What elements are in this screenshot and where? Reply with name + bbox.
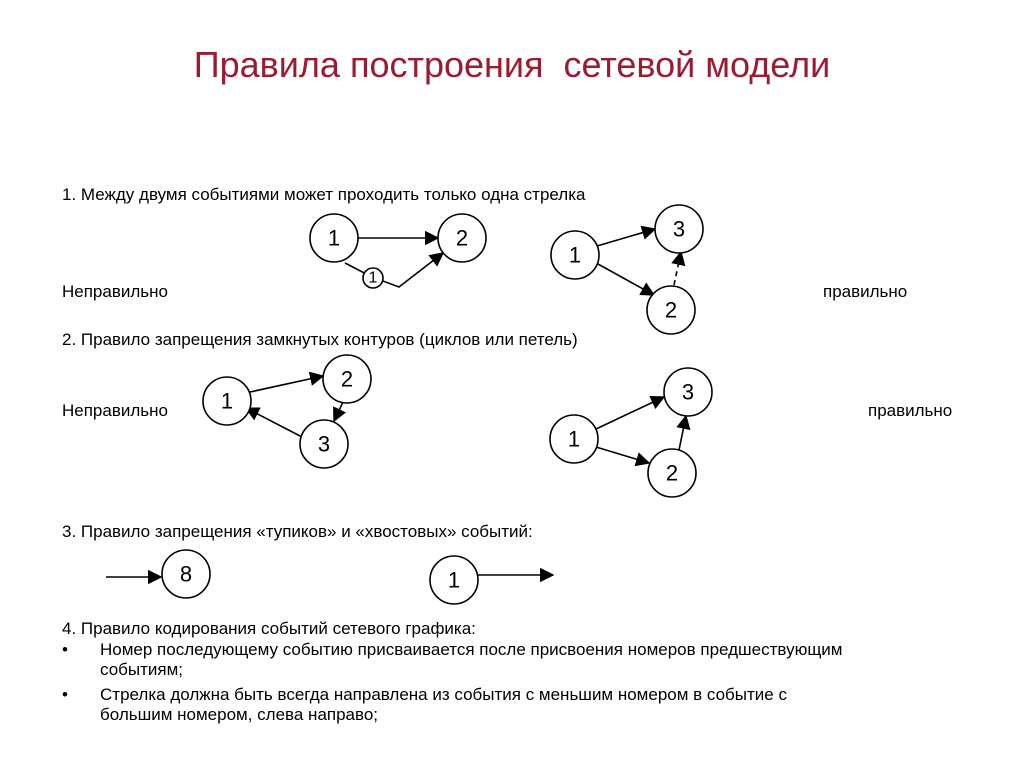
tail-event-node: 1 (429, 555, 479, 605)
edge-2-to-3 (676, 414, 691, 451)
event-node-2: 2 (647, 448, 697, 498)
svg-text:2: 2 (456, 226, 468, 251)
svg-text:1: 1 (328, 226, 340, 251)
rule2-heading: 2. Правило запрещения замкнутых контуров… (62, 330, 578, 349)
edge-1-to-3 (596, 225, 657, 247)
event-node-2: 2 (437, 213, 487, 263)
rule2-wrong-diagram: 1 2 3 (202, 354, 372, 469)
event-node-3: 3 (663, 367, 713, 417)
svg-text:3: 3 (682, 380, 694, 405)
dead-end-event-node: 8 (161, 549, 211, 599)
svg-text:1: 1 (221, 389, 233, 414)
bullet-symbol: • (62, 640, 68, 659)
event-node-2: 2 (646, 285, 696, 335)
svg-text:3: 3 (673, 217, 685, 242)
event-node-1: 1 (309, 213, 359, 263)
event-node-3: 3 (299, 419, 349, 469)
bullet-symbol: • (62, 685, 68, 704)
rule3-heading: 3. Правило запрещения «тупиков» и «хвост… (62, 522, 533, 541)
event-node-2: 2 (322, 354, 372, 404)
edge-1-via-dummy (344, 252, 445, 288)
edge-3-to-1 (244, 407, 303, 438)
event-node-1: 1 (549, 414, 599, 464)
svg-text:3: 3 (318, 432, 330, 457)
svg-text:2: 2 (666, 461, 678, 486)
event-node-3: 3 (654, 204, 704, 254)
svg-text:2: 2 (665, 298, 677, 323)
rule4-bullet-1: • Номер последующему событию присваивает… (62, 640, 882, 682)
svg-text:8: 8 (180, 562, 192, 587)
edge-1-to-2 (249, 371, 325, 393)
event-node-1: 1 (550, 230, 600, 280)
rule1-heading: 1. Между двумя событиями может проходить… (62, 185, 586, 204)
dummy-edge-2-to-3 (671, 250, 686, 286)
svg-text:1: 1 (369, 270, 378, 287)
rule1-right-diagram: 1 3 2 (550, 204, 704, 335)
edge-1-to-3 (595, 396, 666, 430)
rule3-diagram: 8 1 (106, 549, 555, 605)
event-node-1: 1 (202, 376, 252, 426)
edge-2-to-3 (333, 401, 347, 423)
rule1-wrong-label: Неправильно (62, 282, 168, 301)
rule4-heading: 4. Правило кодирования событий сетевого … (62, 619, 476, 638)
edge-1-to-2 (595, 446, 651, 467)
svg-text:1: 1 (448, 568, 460, 593)
rule2-right-diagram: 1 3 2 (549, 367, 713, 498)
rule4-bullet-2-text: Стрелка должна быть всегда направлена из… (100, 685, 787, 724)
rule2-right-label: правильно (868, 401, 953, 420)
svg-text:1: 1 (569, 243, 581, 268)
rule2-wrong-label: Неправильно (62, 401, 168, 420)
rule4-bullet-2: • Стрелка должна быть всегда направлена … (62, 685, 882, 727)
page-title: Правила построения сетевой модели (193, 44, 831, 85)
edge-1-to-2 (597, 263, 656, 296)
dummy-event-node: 1 (362, 267, 384, 289)
rule4-bullet-1-text: Номер последующему событию присваивается… (100, 640, 843, 679)
svg-text:1: 1 (568, 427, 580, 452)
rule1-right-label: правильно (823, 282, 908, 301)
svg-text:2: 2 (341, 367, 353, 392)
rule1-wrong-diagram: 1 2 1 (309, 213, 487, 289)
